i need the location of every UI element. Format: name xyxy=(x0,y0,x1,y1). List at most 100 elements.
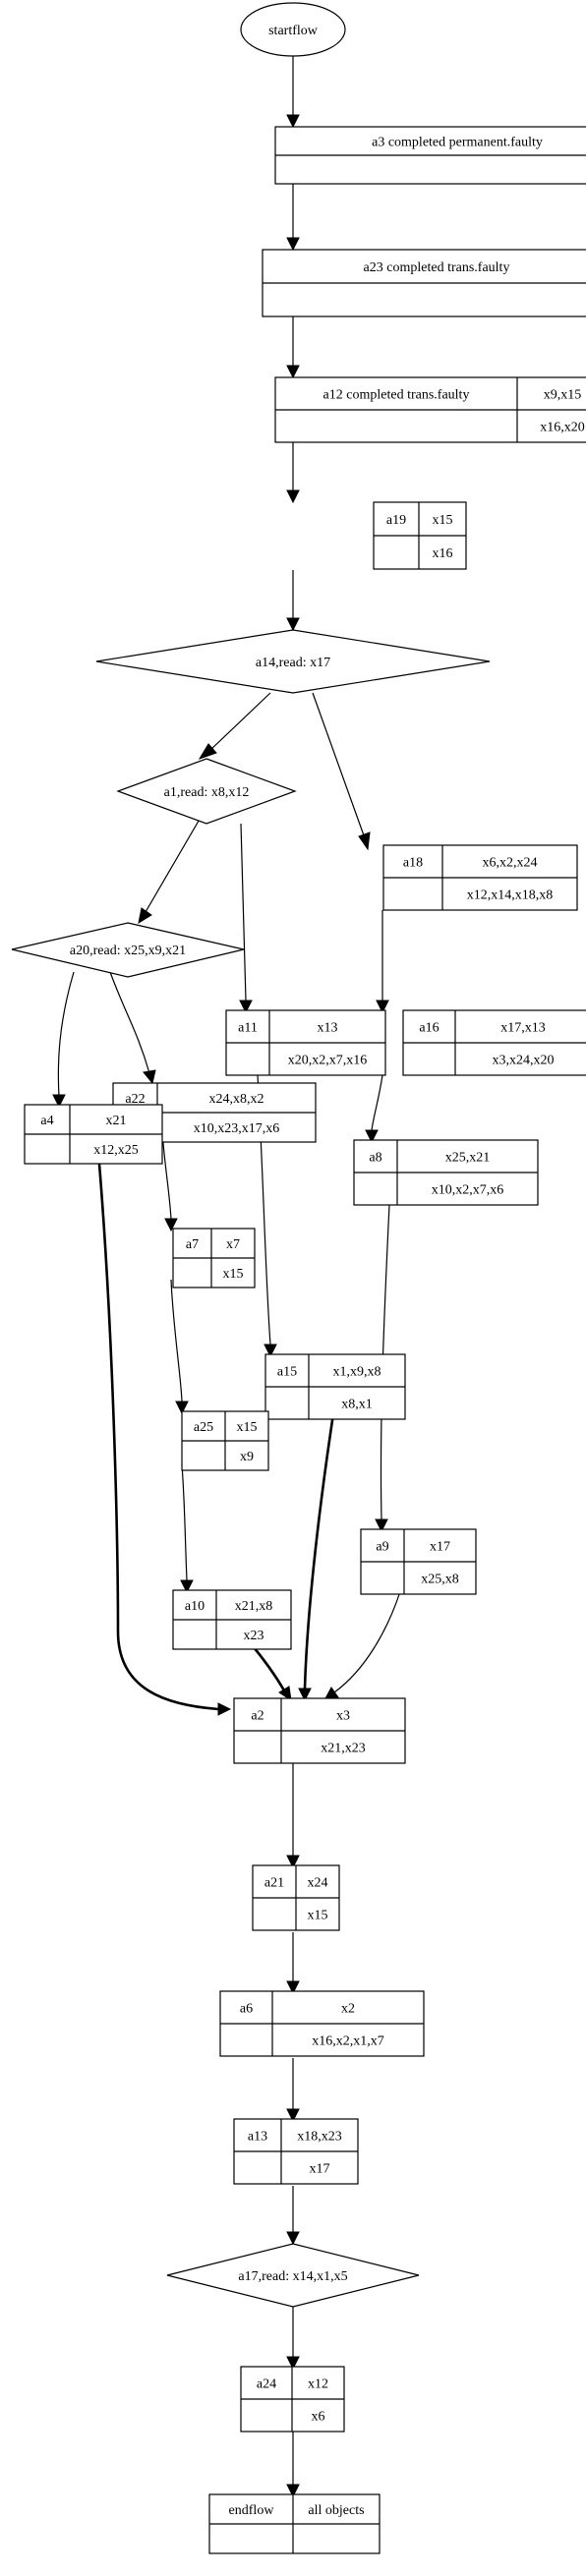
start-ellipse xyxy=(240,2,346,57)
arrowhead xyxy=(298,1688,312,1702)
record-top-value: x9,x15 xyxy=(544,388,582,403)
arrowhead xyxy=(264,1344,277,1358)
arrowhead xyxy=(286,489,300,504)
node-a19: a19 x15 x16 xyxy=(373,501,467,570)
arrowhead xyxy=(278,1686,292,1702)
decision-label: a17,read: x14,x1,x5 xyxy=(238,2269,347,2284)
record-name: a16 xyxy=(419,1021,439,1036)
node-a1: a1,read: x8,x12 xyxy=(116,758,297,825)
edge-a25-a10 xyxy=(181,1463,188,1581)
record-top-value: x21 xyxy=(106,1114,127,1128)
record-bottom-value: x16,x2,x1,x7 xyxy=(312,2034,384,2049)
record-top-value: x7 xyxy=(226,1237,240,1252)
node-a11: a11 x13 x20,x2,x7,x16 xyxy=(225,1009,386,1076)
record-bottom-value: x21,x23 xyxy=(321,1742,366,1756)
record-bottom-value: x16 xyxy=(433,546,453,561)
arrowhead xyxy=(180,1579,194,1594)
record-name: a21 xyxy=(264,1876,284,1891)
decision-label: a14,read: x17 xyxy=(256,656,330,670)
record-name: a23 completed trans.faulty xyxy=(364,260,510,275)
record-bottom-value: x10,x23,x17,x6 xyxy=(194,1121,280,1136)
decision-diamond xyxy=(11,922,245,978)
record-top-value: x17,x13 xyxy=(500,1021,546,1036)
node-a15: a15 x1,x9,x8 x8,x1 xyxy=(264,1353,406,1420)
record-bottom-value: x25,x8 xyxy=(421,1573,459,1587)
record-top-value: x24,x8,x2 xyxy=(209,1092,264,1107)
record-name: a6 xyxy=(240,2002,253,2017)
start-label: startflow xyxy=(268,24,319,38)
record-name: a18 xyxy=(403,856,423,871)
record-top-value: x17 xyxy=(430,1540,450,1555)
edge-a20-a4 xyxy=(57,971,75,1098)
edge-a1-a20 xyxy=(145,815,203,913)
decision-label: a20,read: x25,x9,x21 xyxy=(70,944,186,958)
record-name: a9 xyxy=(376,1540,388,1555)
record-top-value: x15 xyxy=(433,513,453,528)
record-bottom-value: x16,x20 xyxy=(540,421,585,435)
node-a12: a12 completed trans.faulty x9,x15 x16,x20 xyxy=(274,376,586,443)
record-top-value: x3 xyxy=(336,1709,350,1724)
edge-a9-a2 xyxy=(333,1581,404,1693)
edge-a1-a11 xyxy=(240,823,247,1002)
edge-a7-a25 xyxy=(170,1279,183,1402)
arrowhead xyxy=(164,1218,178,1232)
arrowhead xyxy=(286,237,300,252)
edge-a22-a7 xyxy=(161,1131,172,1220)
arrowhead xyxy=(365,1129,379,1144)
record-name: a25 xyxy=(194,1420,213,1435)
edge-a20-a22 xyxy=(109,971,150,1074)
record-top-value: x2 xyxy=(341,2002,355,2017)
arrowhead xyxy=(286,1855,300,1869)
record-bottom-value: x10,x2,x7,x6 xyxy=(432,1183,504,1198)
edge-a14-a1 xyxy=(209,692,271,751)
record-top-value: x1,x9,x8 xyxy=(333,1365,381,1380)
edge-a14-a18 xyxy=(312,692,365,836)
record-name: a15 xyxy=(277,1365,297,1380)
node-a17: a17,read: x14,x1,x5 xyxy=(166,2243,420,2308)
record-name: a11 xyxy=(238,1021,258,1036)
record-name: a12 completed trans.faulty xyxy=(323,388,470,403)
record-bottom-value: x9 xyxy=(240,1450,254,1464)
record-bottom-value: x20,x2,x7,x16 xyxy=(288,1054,368,1068)
record-name: endflow xyxy=(229,2503,275,2518)
node-a14: a14,read: x17 xyxy=(95,629,491,694)
arrowhead xyxy=(375,1518,388,1533)
record-bottom-value: x12,x14,x18,x8 xyxy=(467,888,554,903)
record-name: a8 xyxy=(369,1151,381,1166)
node-a23: a23 completed trans.faultyx22,x17,x8x11,… xyxy=(262,249,586,317)
edge-a16-a8 xyxy=(371,1074,383,1131)
node-a6: a6 x2 x16,x2,x1,x7 xyxy=(219,1990,425,2057)
record-top-value: x13 xyxy=(318,1021,338,1036)
arrowhead xyxy=(286,2231,300,2246)
node-a3: a3 completed permanent.faultyx25x24 xyxy=(274,126,586,185)
record-name: a4 xyxy=(40,1114,53,1128)
arrowhead xyxy=(376,1000,389,1014)
record-top-value: x25,x21 xyxy=(445,1151,491,1166)
arrowhead xyxy=(286,2484,300,2498)
record-bottom-value: x6 xyxy=(312,2410,325,2425)
arrowhead xyxy=(198,743,217,760)
node-a8: a8 x25,x21 x10,x2,x7,x6 xyxy=(353,1139,539,1206)
arrowhead xyxy=(52,1094,66,1109)
record-bottom-value: x8,x1 xyxy=(341,1398,373,1412)
decision-label: a1,read: x8,x12 xyxy=(164,785,250,800)
node-a9: a9 x17 x25,x8 xyxy=(360,1528,477,1595)
decision-diamond xyxy=(95,629,491,694)
record-name: a19 xyxy=(386,513,406,528)
arrowhead xyxy=(138,907,152,925)
record-top-value: x18,x23 xyxy=(297,2130,342,2145)
record-name: a7 xyxy=(186,1237,199,1252)
arrowhead xyxy=(286,617,300,632)
record-bottom-value: x12,x25 xyxy=(93,1143,139,1158)
arrowhead xyxy=(286,1980,300,1995)
arrowhead xyxy=(286,114,300,129)
